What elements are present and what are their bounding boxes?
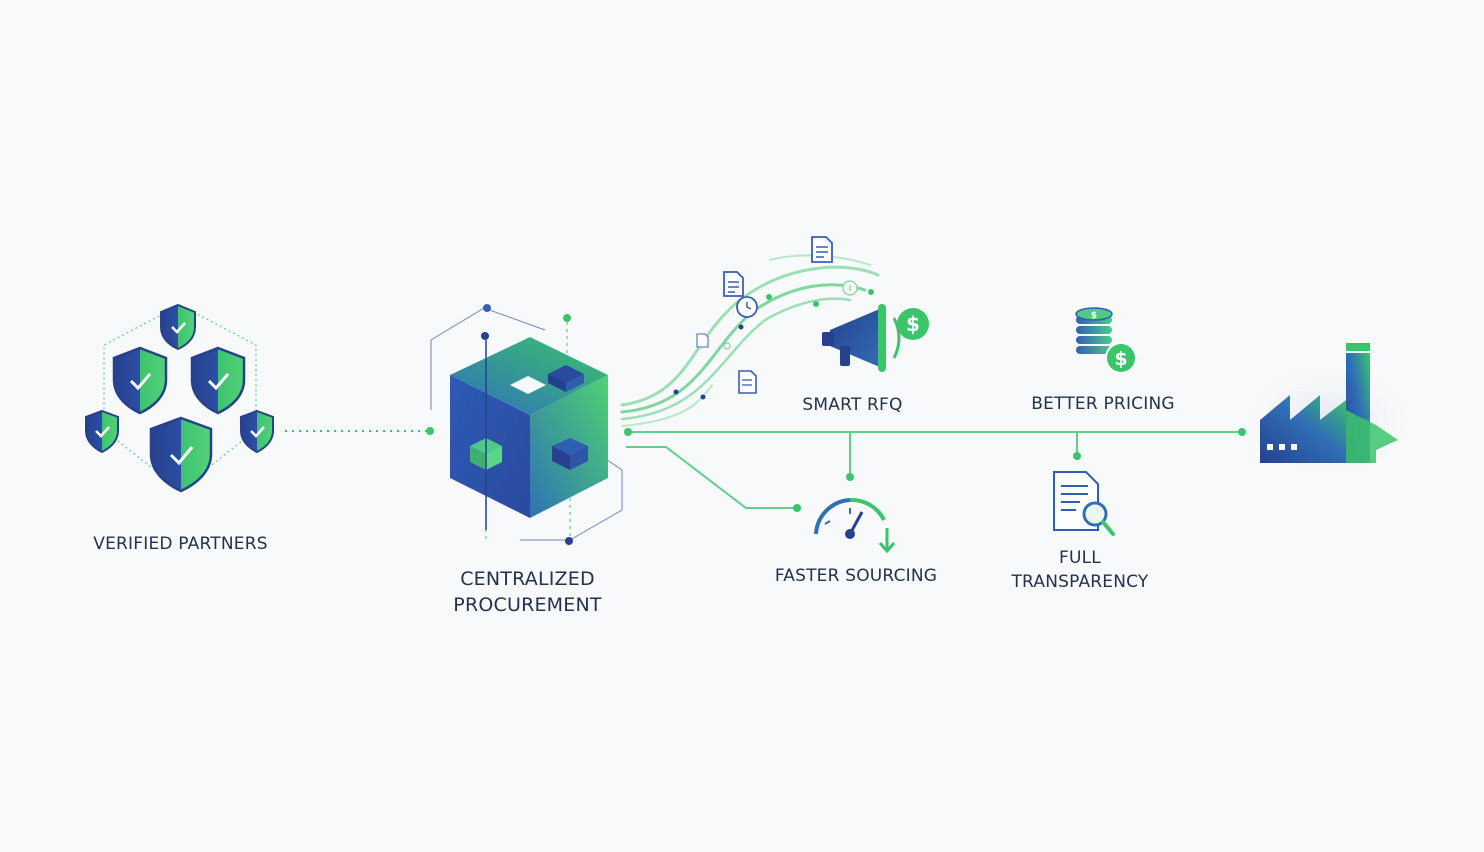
shield-icon bbox=[149, 416, 213, 493]
shield-icon bbox=[85, 409, 119, 454]
verified-partners-label: VERIFIED PARTNERS bbox=[93, 534, 268, 554]
bulb-icon bbox=[842, 280, 858, 296]
svg-text:$: $ bbox=[906, 312, 920, 336]
full-transparency-line-2: TRANSPARENCY bbox=[1011, 572, 1149, 592]
document-icon bbox=[738, 370, 757, 394]
main-timeline-start-dot bbox=[624, 428, 632, 436]
full-transparency-line-1: FULL bbox=[1059, 548, 1101, 568]
smart-rfq-label: SMART RFQ bbox=[802, 395, 903, 415]
partners-connector-dot bbox=[426, 427, 434, 435]
factory-icon bbox=[1240, 343, 1420, 480]
svg-text:$: $ bbox=[1091, 311, 1097, 321]
coin-stack-dollar-icon: $ $ bbox=[1075, 307, 1137, 374]
better-pricing-label: BETTER PRICING bbox=[1031, 394, 1175, 414]
shield-icon bbox=[160, 303, 196, 351]
centralized-procurement-line-1: CENTRALIZED bbox=[460, 568, 595, 590]
clock-icon bbox=[736, 296, 758, 318]
full-transparency-label: FULL TRANSPARENCY bbox=[1010, 546, 1150, 594]
document-icon bbox=[723, 271, 744, 297]
document-magnifier-icon bbox=[1053, 471, 1115, 536]
shield-icon bbox=[240, 409, 274, 454]
shield-icon bbox=[190, 346, 246, 415]
megaphone-dollar-icon: $ bbox=[822, 304, 929, 372]
centralized-procurement-label: CENTRALIZED PROCUREMENT bbox=[430, 566, 625, 618]
document-icon bbox=[811, 236, 833, 263]
shield-check-cluster-icon bbox=[85, 303, 274, 493]
centralized-procurement-line-2: PROCUREMENT bbox=[453, 594, 602, 616]
transparency-connector-dot bbox=[1073, 452, 1081, 460]
speedometer-icon bbox=[814, 497, 896, 554]
sourcing-branch bbox=[626, 446, 797, 509]
faster-sourcing-connector-dot bbox=[846, 473, 854, 481]
shield-icon bbox=[112, 346, 168, 415]
sourcing-branch-dot bbox=[793, 504, 801, 512]
document-icon bbox=[696, 333, 709, 348]
cube-icon bbox=[430, 304, 623, 545]
connectors bbox=[285, 427, 1246, 512]
svg-text:$: $ bbox=[1114, 348, 1127, 370]
faster-sourcing-label: FASTER SOURCING bbox=[774, 566, 938, 586]
